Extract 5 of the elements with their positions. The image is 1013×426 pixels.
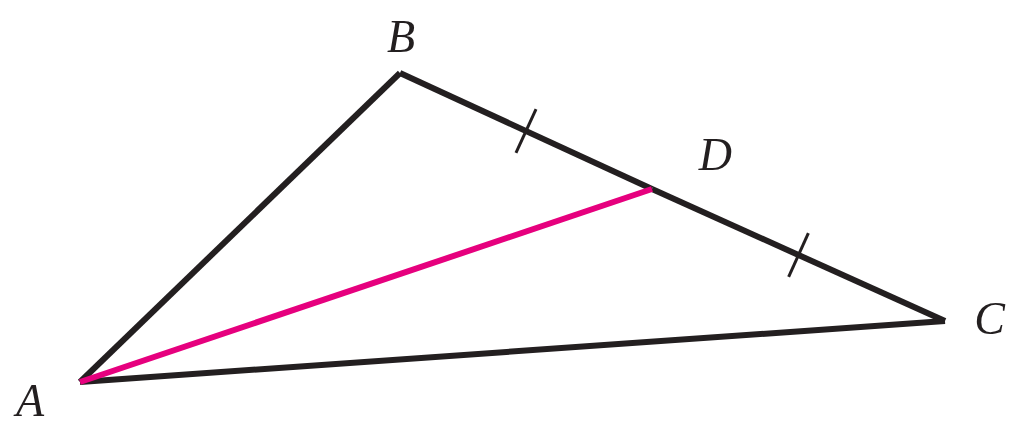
vertex-label: B: [386, 14, 416, 60]
vertex-label: C: [974, 296, 1005, 342]
line-segment: [79, 318, 946, 385]
line-segment: [79, 186, 653, 385]
vertex-label: D: [698, 132, 732, 178]
